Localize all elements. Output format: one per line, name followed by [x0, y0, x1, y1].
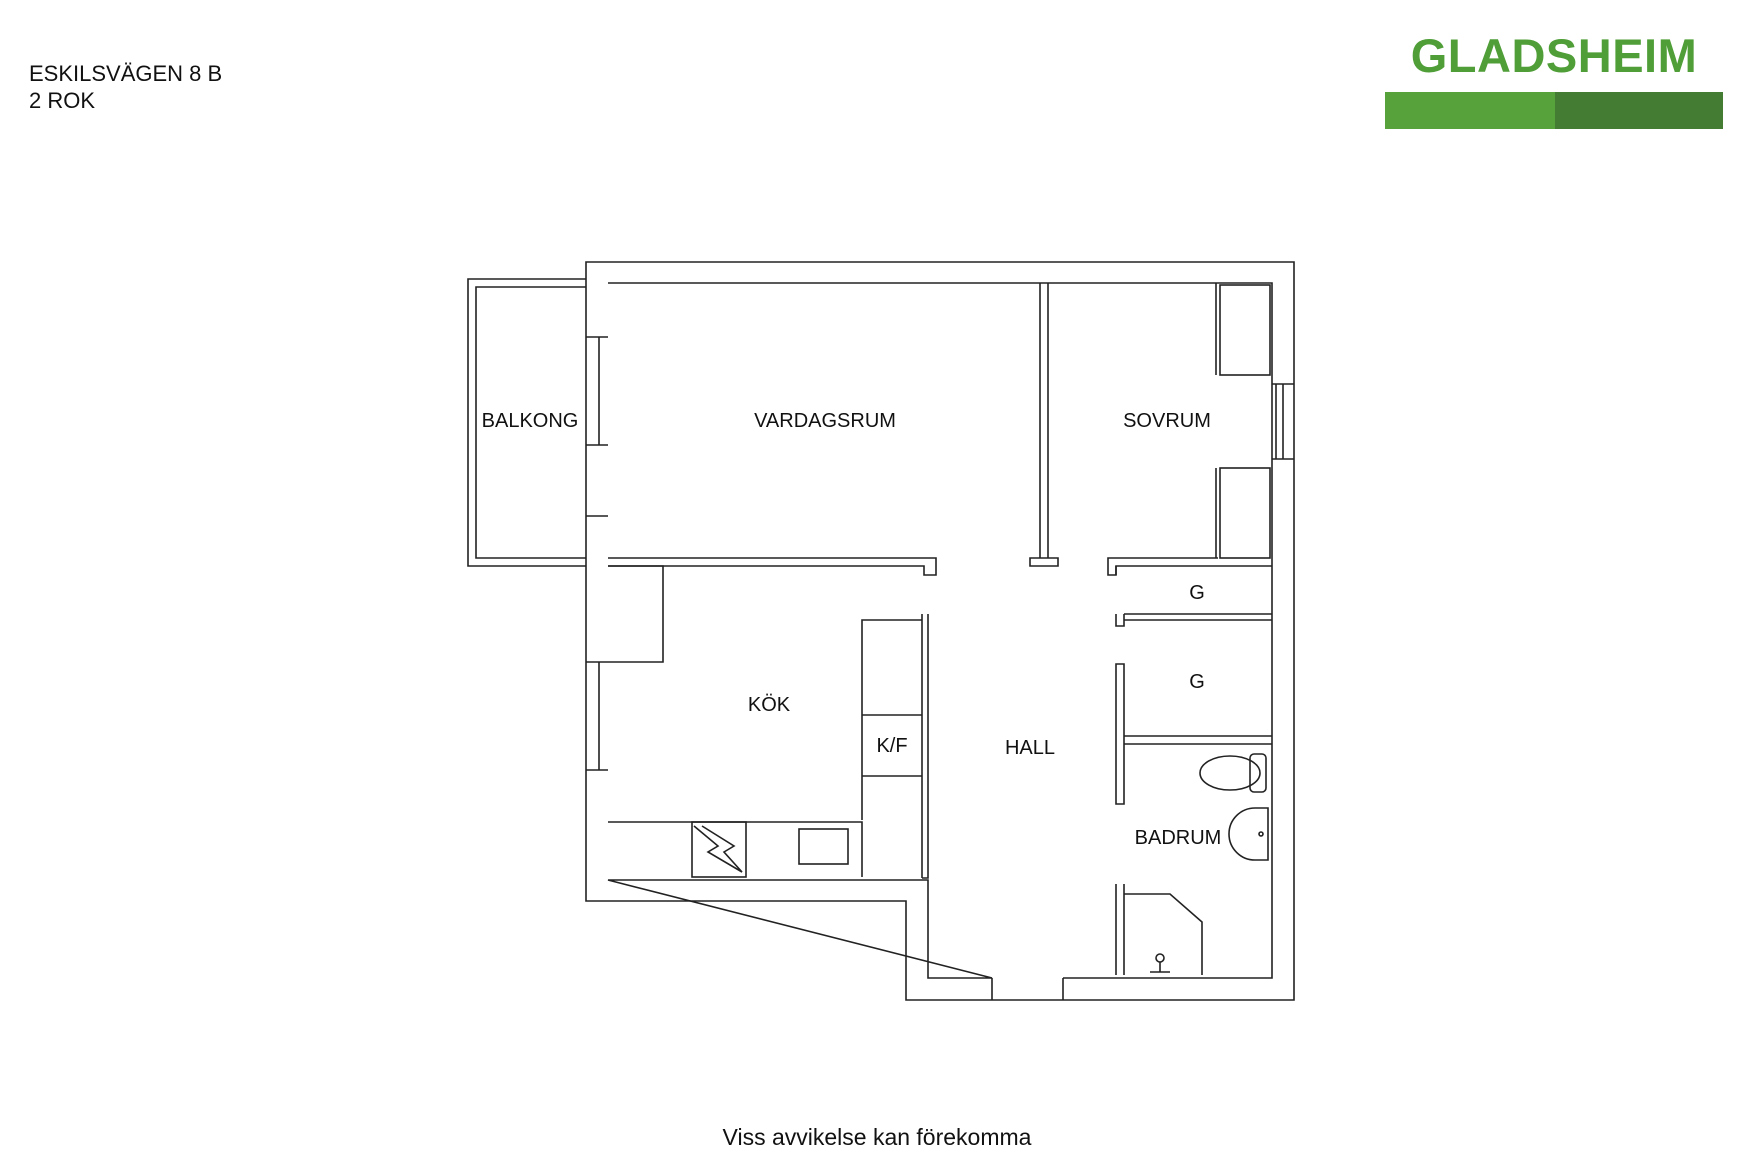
closet-2-bottom [1124, 735, 1272, 745]
wall-bedroom-bottom [1107, 557, 1272, 576]
sink-icon [1228, 807, 1269, 861]
bathroom-west-wall [1115, 884, 1125, 975]
gladsheim-logo: GLADSHEIM [1385, 30, 1723, 129]
kitchen-window [586, 661, 608, 771]
kitchen-hall-wall [921, 614, 929, 879]
label-garderob-1: G [1189, 582, 1205, 604]
toilet-icon [1199, 753, 1267, 793]
logo-bar [1385, 92, 1723, 129]
label-balkong: BALKONG [482, 410, 579, 432]
kitchen-counter-right [861, 619, 922, 820]
label-badrum: BADRUM [1135, 827, 1222, 849]
closet-divider [1124, 613, 1272, 621]
logo-bar-dark [1555, 92, 1723, 129]
shower-corner [1124, 893, 1203, 975]
label-hall: HALL [1005, 737, 1055, 759]
entrance-opening [991, 978, 1064, 1000]
disclaimer: Viss avvikelse kan förekomma [722, 1124, 1032, 1150]
label-garderob-2: G [1189, 671, 1205, 693]
outer-wall-inner-line [607, 282, 1273, 979]
stove-lightning [693, 825, 743, 873]
label-sovrum: SOVRUM [1123, 410, 1211, 432]
wall-living-kitchen [608, 557, 937, 576]
hall-east-wall [1115, 663, 1125, 805]
sink-basin [798, 828, 849, 865]
label-kok: KÖK [748, 694, 791, 716]
address: ESKILSVÄGEN 8 B [29, 61, 223, 86]
balcony-inner-line [475, 286, 586, 559]
closet-1-wall [1115, 566, 1125, 627]
wardrobe-top [1219, 284, 1271, 376]
wardrobe-bottom [1219, 467, 1271, 559]
logo-text: GLADSHEIM [1410, 29, 1698, 82]
balcony-outline [467, 278, 586, 567]
apartment-type: 2 ROK [29, 88, 96, 113]
label-vardagsrum: VARDAGSRUM [754, 410, 896, 432]
stove [691, 821, 747, 878]
shower-head-icon [1150, 953, 1170, 973]
outer-wall-outer-line [585, 261, 1295, 1001]
bedroom-window [1272, 383, 1294, 460]
wall-living-bedroom [1029, 283, 1059, 567]
listing-info: ESKILSVÄGEN 8 B 2 ROK [29, 60, 222, 114]
logo-bar-light [1385, 92, 1555, 129]
balcony-door [586, 336, 608, 446]
label-kyl-frys: K/F [876, 735, 907, 757]
kitchen-upper-cabinet [608, 565, 664, 663]
